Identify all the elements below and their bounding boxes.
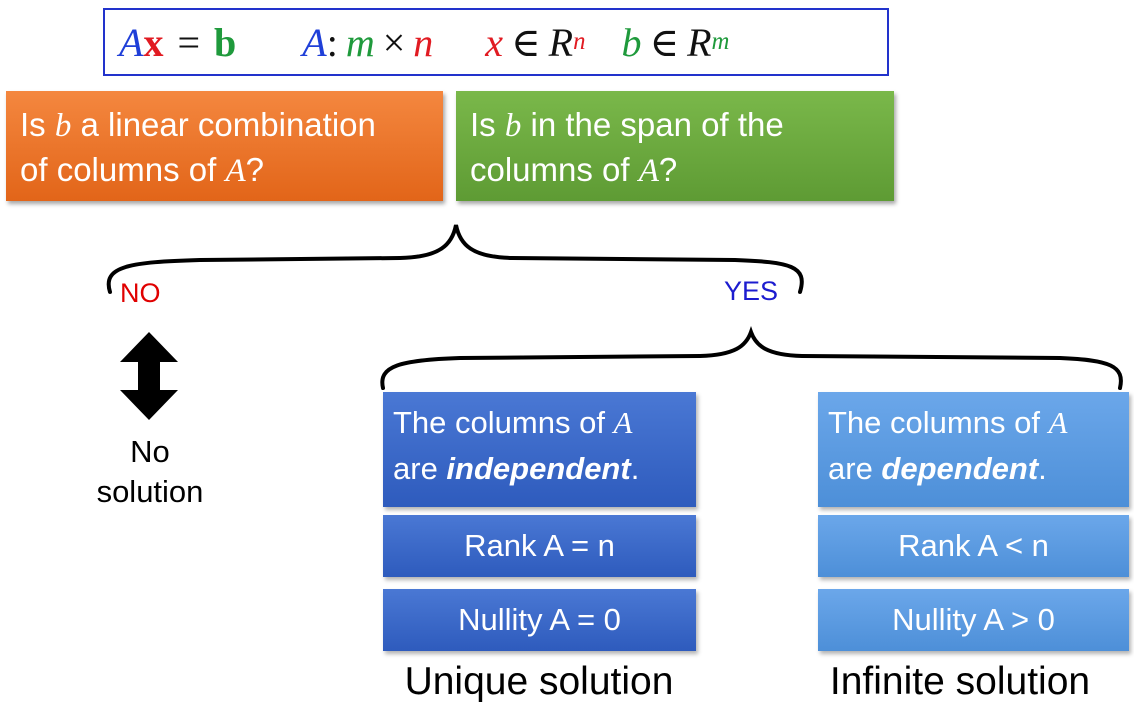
independent-line1: The columns of A (393, 400, 686, 446)
independent-post2: . (630, 451, 640, 486)
rank-independent-card: Rank A = n (383, 515, 696, 577)
span-pre2: columns of (470, 151, 639, 188)
span-post1: in the span of the (521, 106, 784, 143)
span-line2: columns of A? (470, 148, 880, 193)
lc-pre1: Is (20, 106, 55, 143)
dependent-line1: The columns of A (828, 400, 1119, 446)
yes-label: YES (724, 276, 779, 306)
rank-dependent-card: Rank A < n (818, 515, 1129, 577)
lc-var-b: b (54, 108, 72, 144)
eq-equals: = (177, 19, 200, 65)
independent-line2: are independent. (393, 446, 686, 492)
dependent-line2: are dependent. (828, 446, 1119, 492)
independent-pre2: are (393, 451, 447, 486)
dependent-card: The columns of A are dependent. (818, 392, 1129, 507)
bottom-brace (380, 326, 1123, 390)
span-question: Is b in the span of the columns of A? (456, 91, 894, 201)
lc-line1: Is b a linear combination (20, 103, 429, 148)
eq-lhs-A: A (119, 19, 144, 65)
no-solution-text: No solution (60, 432, 240, 512)
eq-dim-n: n (413, 19, 434, 65)
lc-post1: a linear combination (71, 106, 376, 143)
independent-emph: independent (446, 451, 631, 486)
eq-dim-A: A (302, 19, 327, 65)
no-solution-line2: solution (96, 474, 204, 509)
eq-x-R: R (548, 19, 574, 65)
eq-dim-colon: : (326, 19, 338, 65)
eq-dim-m: m (345, 19, 375, 65)
eq-b-in: ∈ (649, 19, 680, 65)
dependent-post2: . (1038, 451, 1047, 486)
eq-b-var: b (621, 19, 642, 65)
lc-var-A: A (225, 153, 246, 189)
eq-lhs-x: x (143, 19, 164, 65)
independent-pre1: The columns of (393, 405, 614, 440)
double-arrow-icon (120, 332, 178, 420)
lc-post2: ? (245, 151, 264, 188)
span-post2: ? (658, 151, 678, 188)
eq-rhs-b: b (214, 19, 237, 65)
nullity-dependent-card: Nullity A > 0 (818, 589, 1129, 651)
dependent-pre1: The columns of (828, 405, 1049, 440)
lc-line2: of columns of A? (20, 148, 429, 193)
linear-combination-question: Is b a linear combination of columns of … (6, 91, 443, 201)
eq-x-var: x (485, 19, 504, 65)
span-pre1: Is (470, 106, 505, 143)
no-label: NO (120, 278, 161, 308)
no-solution-line1: No (130, 434, 170, 469)
nullity-independent-card: Nullity A = 0 (383, 589, 696, 651)
eq-b-R: R (687, 19, 712, 65)
dependent-emph: dependent (881, 451, 1039, 486)
span-var-A: A (638, 153, 659, 189)
span-line1: Is b in the span of the (470, 103, 880, 148)
unique-solution-caption: Unique solution (404, 660, 674, 703)
dependent-var-A: A (1048, 405, 1068, 440)
top-brace (106, 224, 804, 294)
lc-pre2: of columns of (20, 151, 226, 188)
dependent-pre2: are (828, 451, 882, 486)
infinite-solution-caption: Infinite solution (829, 660, 1091, 703)
eq-x-in: ∈ (511, 19, 541, 65)
span-var-b: b (504, 108, 522, 144)
independent-var-A: A (613, 405, 633, 440)
independent-card: The columns of A are independent. (383, 392, 696, 507)
eq-dim-times: × (382, 19, 406, 65)
